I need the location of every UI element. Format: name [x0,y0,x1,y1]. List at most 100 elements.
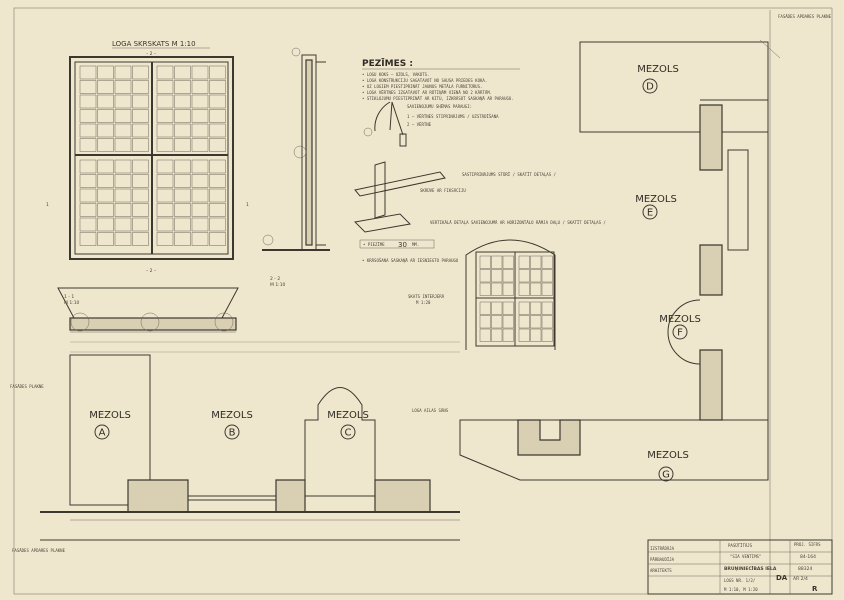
glass-pane [156,65,174,80]
facade-label: FASĀDES PLAKNE [10,384,44,389]
glass-pane [191,80,209,94]
section-marker-right: 1 [246,202,249,208]
section-2-2: 2 - 2 M 1:10 [262,47,330,288]
opening-label: MEZOLS [647,450,689,461]
glass-pane [174,174,191,188]
glass-pane [114,94,132,109]
opening-letter: G [662,470,670,481]
glass-pane [132,65,149,80]
opening-label: MEZOLS [659,314,701,325]
boxed-note-suffix: MM. [412,242,419,247]
title-code-label: PROJ. ŠIFRS [794,542,821,547]
glass-pane [191,138,209,152]
sheet-border [13,7,833,595]
glass-pane [530,255,542,269]
glass-pane [174,203,191,217]
glass-pane [79,65,97,80]
title-scale: M 1:10, M 1:20 [724,587,758,592]
glass-pane [156,232,174,246]
title-drawing: LOGS NR. 1/2/ [724,578,756,583]
callout-screw: SKRŪVE AR FIKSĀCIJU [420,188,466,193]
glass-pane [79,109,97,123]
title-sheet: AR 2/4 [793,576,808,582]
glass-pane [132,123,149,138]
glass-pane [97,159,114,174]
glass-pane [502,269,514,283]
glass-pane [174,80,191,94]
glass-pane [530,301,542,315]
title-block: PASŪTĪTĀJS "SIA VENTIMS" BRUŅINIECĪBAS I… [647,539,833,595]
callout-vertical: VERTIKĀLĀ DETAĻA SAVIENOJUMĀ AR HORIZONT… [430,220,606,225]
right-top-label: FASĀDES APDARES PLAKNE [778,14,832,19]
glass-pane [97,65,114,80]
glass-pane [132,232,149,246]
opening-g: MEZOLS G [647,450,689,482]
glass-pane [132,217,149,232]
glass-pane [541,255,553,269]
glass-pane [79,232,97,246]
opening-letter: D [646,82,654,93]
glass-pane [174,94,191,109]
glass-pane [479,255,491,269]
glass-pane [209,159,226,174]
glass-pane [541,301,553,315]
glass-pane [156,159,174,174]
opening-label: MEZOLS [635,194,677,205]
glass-pane [114,188,132,203]
glass-pane [209,203,226,217]
glass-pane [156,123,174,138]
glass-pane [541,328,553,342]
opening-marker [340,424,356,440]
glass-pane [156,174,174,188]
glass-pane [479,301,491,315]
opening-marker [224,424,240,440]
glass-pane [541,282,553,296]
glass-pane [479,269,491,283]
title-code: 84-164 [800,554,816,560]
glass-pane [114,159,132,174]
hardware-item: 1 – VĒRTNES STIPRINĀJUMS / UZSTĀDĪŠANA [407,114,499,119]
glass-pane [479,315,491,329]
glass-pane [491,269,503,283]
signature-row: IZSTRĀDĀJA [650,546,675,551]
title-organization: PASŪTĪTĀJS [728,543,753,548]
section-1-1-scale: M 1:10 [64,300,80,306]
opening-marker [658,466,674,482]
glass-pane [530,282,542,296]
glass-pane [97,174,114,188]
side-note: LOGA AILAS SĀNS [412,408,449,413]
glass-pane [156,80,174,94]
opening-label: MEZOLS [327,410,369,421]
glass-pane [191,159,209,174]
glass-pane [79,203,97,217]
glass-pane [132,174,149,188]
section-2-2-scale: M 1:10 [270,282,286,288]
glass-pane [491,255,503,269]
window-elevation: LOGA SKRSKATS M 1:10 – 2 – 1 1 – 2 – [46,40,249,274]
glass-pane [132,109,149,123]
glass-pane [518,315,530,329]
hardware-item: 2 – VĒRTNE [407,122,432,127]
glass-pane [79,174,97,188]
glass-pane [114,123,132,138]
plan-abc: FASĀDES PLAKNE FASĀDES APDARES PLAKNE LO… [10,341,460,553]
glass-pane [502,328,514,342]
glass-pane [209,80,226,94]
glass-pane [114,174,132,188]
opening-marker [642,78,658,94]
glass-pane [79,217,97,232]
glass-pane [191,65,209,80]
opening-marker [672,324,688,340]
boxed-note-value: 30 [398,241,407,249]
signature-row: PĀRBAUDĪJA [650,557,675,562]
note-line: • LOGU KOKS – OZOLS, VAKOTS. [362,72,429,77]
title-project: "SIA VENTIMS" [730,554,761,559]
opening-marker [642,204,658,220]
window-title: LOGA SKRSKATS M 1:10 [112,40,196,48]
glass-pane [97,94,114,109]
glass-pane [114,109,132,123]
glass-pane [518,255,530,269]
section-marker-bottom: – 2 – [146,268,157,274]
